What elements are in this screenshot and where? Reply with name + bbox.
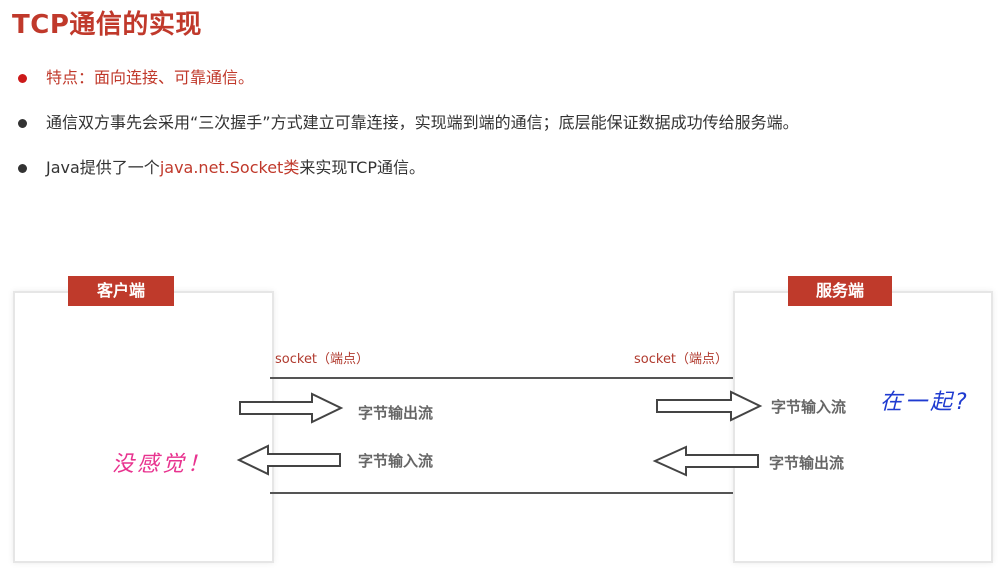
server-handwritten-note: 在一起?	[880, 390, 970, 415]
bullet-text: 通信双方事先会采用“三次握手”方式建立可靠连接，实现端到端的通信；底层能保证数据…	[46, 113, 799, 132]
connection-top-line	[270, 377, 733, 379]
bullet-suffix: 来实现TCP通信。	[299, 158, 425, 177]
client-tag: 客户端	[68, 276, 174, 306]
client-handwritten-note: 没感觉！	[112, 452, 213, 477]
client-output-stream-label: 字节输出流	[358, 404, 434, 422]
client-output-arrow-icon	[239, 392, 344, 424]
page-title: TCP通信的实现	[12, 10, 202, 40]
bullet-dot-icon	[18, 164, 27, 173]
bullet-text: 特点：面向连接、可靠通信。	[46, 68, 255, 87]
client-input-stream-label: 字节输入流	[358, 452, 434, 470]
server-output-stream-label: 字节输出流	[769, 454, 845, 472]
bullet-dot-icon	[18, 74, 27, 83]
socket-endpoint-server-label: socket（端点）	[634, 352, 729, 367]
server-box	[733, 291, 993, 563]
bullet-dot-icon	[18, 119, 27, 128]
bullet-text: Java提供了一个java.net.Socket类来实现TCP通信。	[46, 158, 425, 178]
bullet-prefix: Java提供了一个	[46, 158, 160, 177]
server-input-arrow-icon	[656, 390, 763, 422]
socket-class-highlight: java.net.Socket类	[159, 158, 300, 177]
server-input-stream-label: 字节输入流	[771, 398, 847, 416]
client-input-arrow-icon	[236, 444, 341, 476]
client-box	[13, 291, 274, 563]
server-tag: 服务端	[788, 276, 892, 306]
server-output-arrow-icon	[652, 445, 759, 477]
socket-endpoint-client-label: socket（端点）	[275, 352, 370, 367]
connection-bottom-line	[270, 492, 733, 494]
